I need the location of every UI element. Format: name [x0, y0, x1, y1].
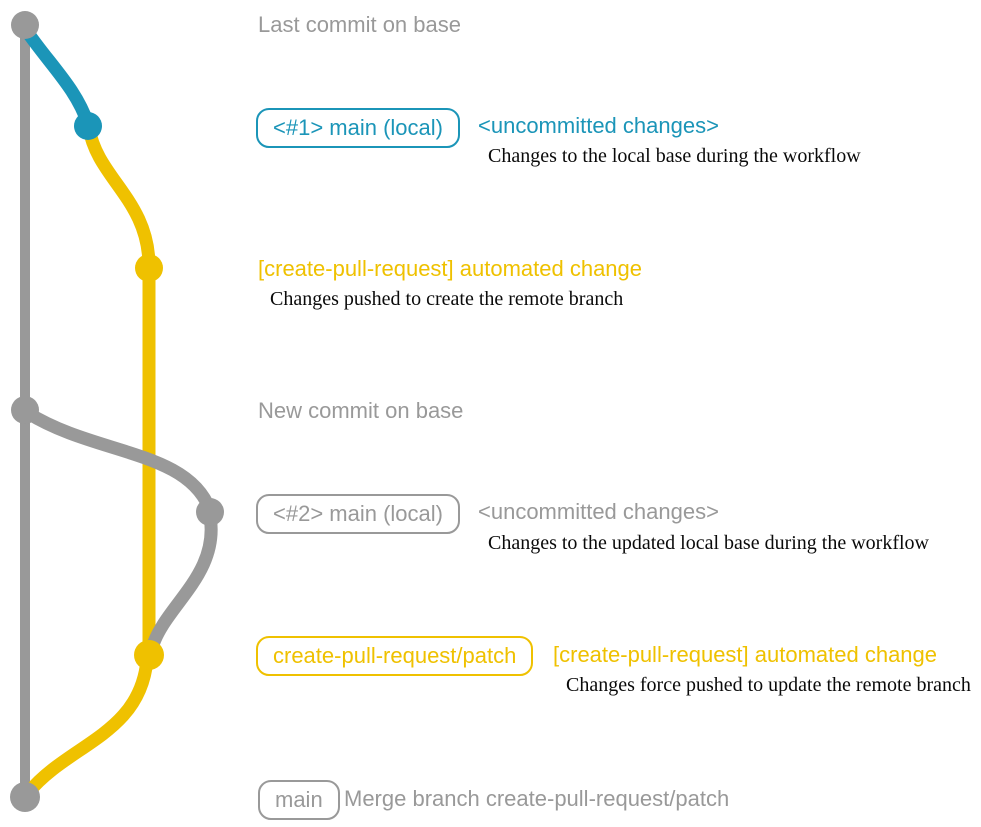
- badge-main-local-2: <#2> main (local): [256, 494, 460, 534]
- title-automated-change-1: [create-pull-request] automated change: [258, 256, 643, 281]
- badge-main: main: [258, 780, 340, 820]
- commit-dot-last-base: [11, 11, 39, 39]
- commit-dot-local-main-2: [196, 498, 224, 526]
- desc-uncommitted-changes-2: Changes to the updated local base during…: [488, 532, 929, 554]
- title-uncommitted-changes-2: <uncommitted changes>: [478, 499, 719, 524]
- commit-dot-patch-2: [134, 640, 164, 670]
- merge-curve: [21, 653, 154, 800]
- commit-dot-merge: [10, 782, 40, 812]
- badge-main-local-1: <#1> main (local): [256, 108, 460, 148]
- badge-patch-branch: create-pull-request/patch: [256, 636, 534, 676]
- label-last-commit-on-base: Last commit on base: [258, 12, 461, 37]
- title-merge-branch: Merge branch create-pull-request/patch: [344, 786, 730, 811]
- commit-dot-local-main-1: [74, 112, 102, 140]
- desc-uncommitted-changes-1: Changes to the local base during the wor…: [488, 145, 861, 167]
- local-main-branch-line-1: [19, 23, 95, 131]
- commit-dot-new-base: [11, 396, 39, 424]
- force-push-curve: [145, 509, 218, 655]
- title-uncommitted-changes-1: <uncommitted changes>: [478, 113, 719, 138]
- label-new-commit-on-base: New commit on base: [258, 398, 464, 423]
- git-graph: [10, 11, 224, 812]
- commit-dot-patch-1: [135, 254, 163, 282]
- desc-automated-change-1: Changes pushed to create the remote bran…: [270, 288, 624, 310]
- patch-branch-curve-top: [82, 121, 156, 273]
- local-main-branch-line-2: [21, 406, 217, 517]
- desc-automated-change-2: Changes force pushed to update the remot…: [566, 674, 971, 696]
- title-automated-change-2: [create-pull-request] automated change: [553, 642, 938, 667]
